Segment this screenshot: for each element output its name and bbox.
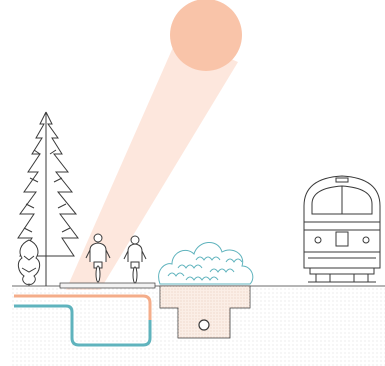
sun-icon: [170, 0, 242, 71]
bike-path: [60, 283, 155, 288]
small-tree-icon: [18, 240, 39, 286]
bioswale-shrubs-icon: [159, 242, 253, 284]
drain-pipe-icon: [199, 320, 209, 330]
train-icon: [304, 176, 380, 282]
